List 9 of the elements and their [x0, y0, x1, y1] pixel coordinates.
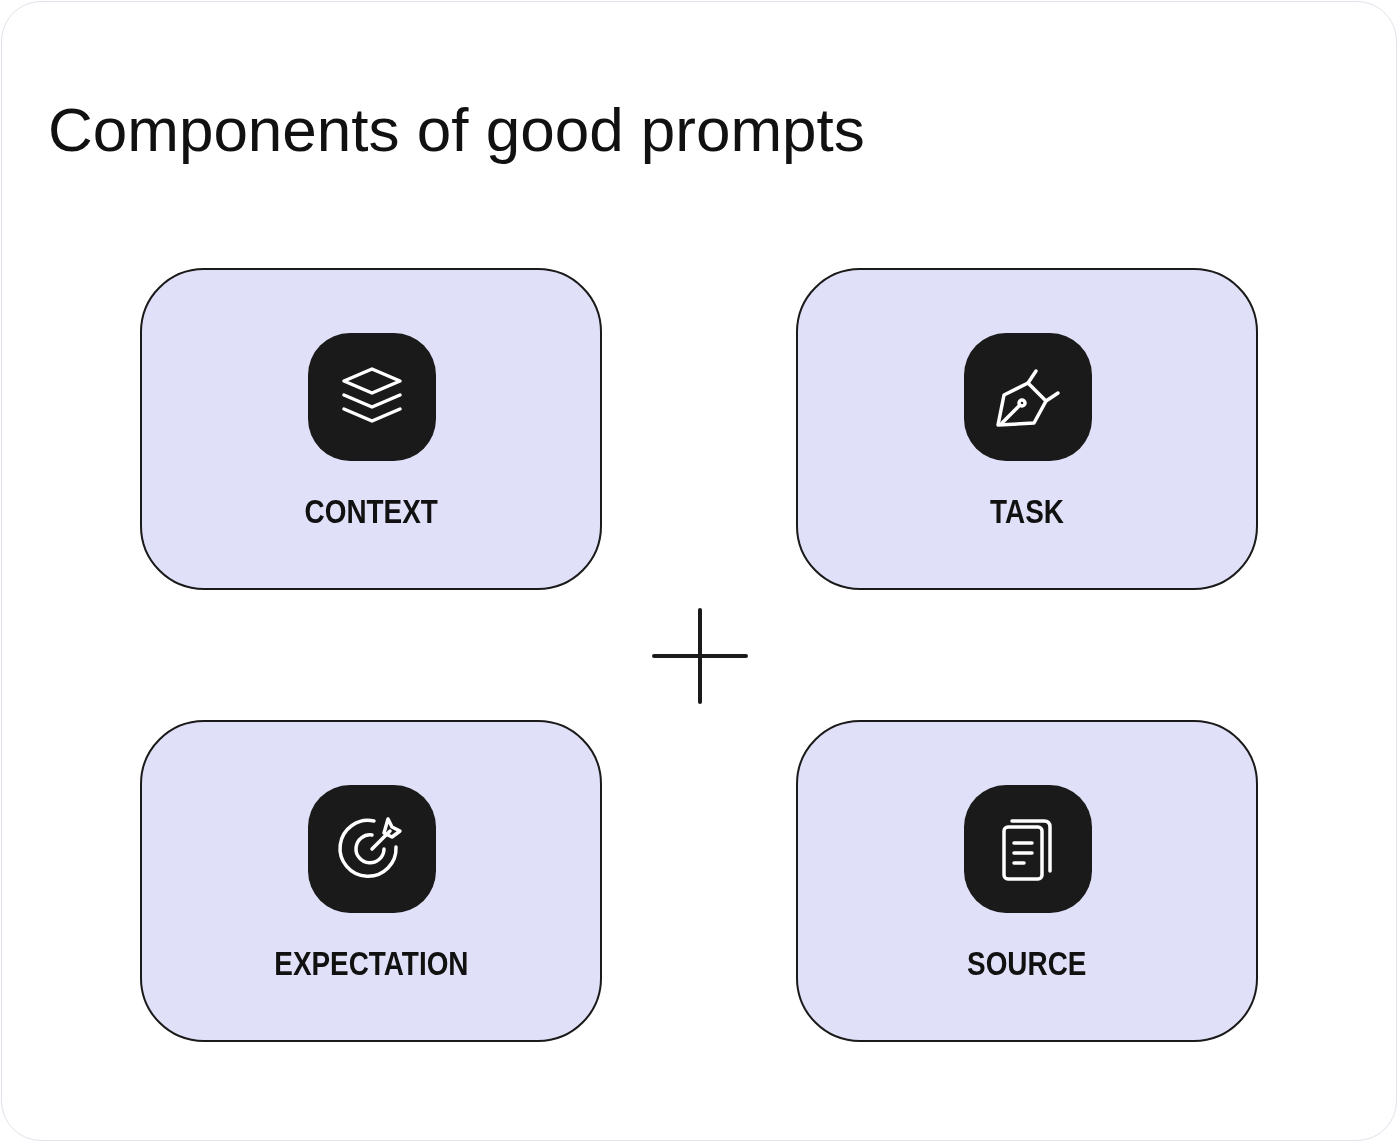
title: Components of good prompts	[48, 94, 865, 165]
component-card	[796, 720, 1258, 1042]
component-card	[140, 268, 602, 590]
component-card	[796, 268, 1258, 590]
card-label: CONTEXT	[304, 492, 438, 531]
card-label: TASK	[990, 492, 1064, 531]
card-label: EXPECTATION	[273, 944, 469, 983]
component-card	[140, 720, 602, 1042]
card-label: SOURCE	[967, 944, 1087, 983]
